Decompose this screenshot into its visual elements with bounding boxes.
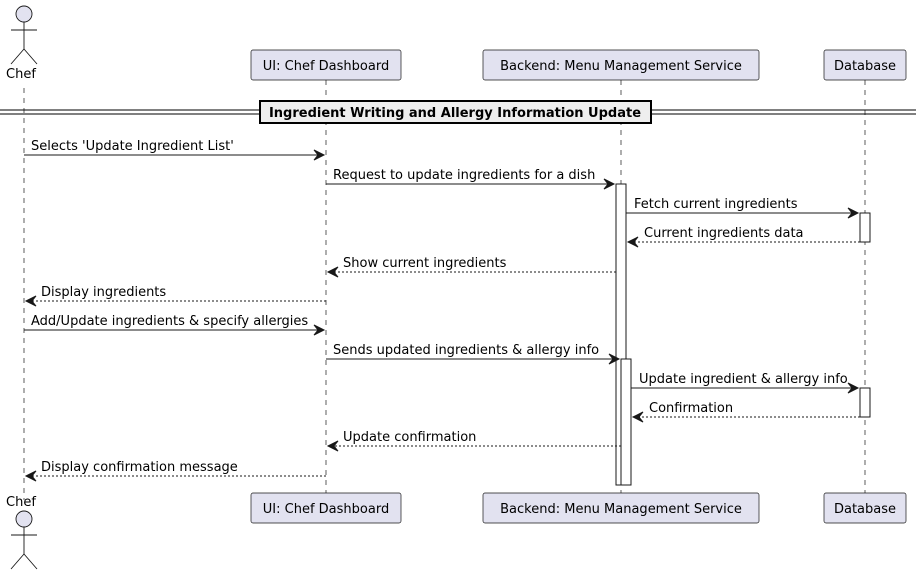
- message-9: Update ingredient & allergy info: [631, 372, 860, 394]
- participant-db-top: Database: [823, 49, 907, 81]
- actor-chef-bottom: Chef: [6, 495, 38, 570]
- arrowhead-icon: [626, 236, 639, 248]
- activation-db-2: [859, 387, 871, 418]
- participant-label-db-bottom: Database: [834, 502, 896, 517]
- arrowhead-icon: [631, 411, 644, 423]
- message-label: Show current ingredients: [343, 256, 507, 271]
- message-label: Add/Update ingredients & specify allergi…: [31, 314, 308, 329]
- arrowhead-icon: [24, 470, 37, 482]
- message-label: Update confirmation: [343, 430, 476, 445]
- divider: Ingredient Writing and Allergy Informati…: [0, 100, 916, 124]
- message-12: Display confirmation message: [24, 460, 326, 482]
- message-label: Confirmation: [649, 401, 733, 416]
- arrowhead-icon: [326, 266, 339, 278]
- message-7: Add/Update ingredients & specify allergi…: [24, 314, 326, 336]
- message-8: Sends updated ingredients & allergy info: [326, 343, 621, 365]
- participant-label-chef-bottom: Chef: [6, 495, 36, 510]
- message-2: Request to update ingredients for a dish: [326, 168, 616, 190]
- actor-head-icon: [15, 5, 33, 23]
- message-label: Selects 'Update Ingredient List': [31, 139, 234, 154]
- message-5: Show current ingredients: [326, 256, 616, 278]
- message-label: Sends updated ingredients & allergy info: [333, 343, 599, 358]
- arrowhead-icon: [608, 353, 621, 365]
- participant-label-backend-bottom: Backend: Menu Management Service: [500, 502, 742, 517]
- message-label: Display ingredients: [41, 285, 166, 300]
- message-label: Display confirmation message: [41, 460, 238, 475]
- message-4: Current ingredients data: [626, 226, 860, 248]
- participant-label-db-top: Database: [834, 59, 896, 74]
- activation-backend-2: [620, 358, 632, 486]
- participant-db-bottom: Database: [823, 492, 907, 524]
- arrowhead-icon: [603, 178, 616, 190]
- arrowhead-icon: [847, 382, 860, 394]
- activation-db-1: [859, 212, 871, 243]
- message-10: Confirmation: [631, 401, 860, 423]
- participant-backend-bottom: Backend: Menu Management Service: [482, 492, 760, 524]
- participant-backend-top: Backend: Menu Management Service: [482, 49, 760, 81]
- arrowhead-icon: [847, 207, 860, 219]
- message-label: Current ingredients data: [644, 226, 804, 241]
- actor-head-icon: [15, 510, 33, 528]
- participant-ui-top: UI: Chef Dashboard: [250, 49, 402, 81]
- message-label: Update ingredient & allergy info: [639, 372, 848, 387]
- arrowhead-icon: [313, 149, 326, 161]
- arrowhead-icon: [313, 324, 326, 336]
- message-label: Fetch current ingredients: [634, 197, 798, 212]
- message-6: Display ingredients: [24, 285, 326, 307]
- participant-label-ui-bottom: UI: Chef Dashboard: [263, 502, 389, 517]
- arrowhead-icon: [326, 440, 339, 452]
- participant-label-ui-top: UI: Chef Dashboard: [263, 59, 389, 74]
- participant-label-chef-top: Chef: [6, 67, 36, 82]
- divider-title: Ingredient Writing and Allergy Informati…: [269, 106, 641, 121]
- message-1: Selects 'Update Ingredient List': [24, 139, 326, 161]
- participant-label-backend-top: Backend: Menu Management Service: [500, 59, 742, 74]
- message-label: Request to update ingredients for a dish: [333, 168, 595, 183]
- message-3: Fetch current ingredients: [626, 197, 860, 219]
- arrowhead-icon: [24, 295, 37, 307]
- actor-chef-top: Chef: [6, 5, 38, 82]
- message-11: Update confirmation: [326, 430, 621, 452]
- participant-ui-bottom: UI: Chef Dashboard: [250, 492, 402, 524]
